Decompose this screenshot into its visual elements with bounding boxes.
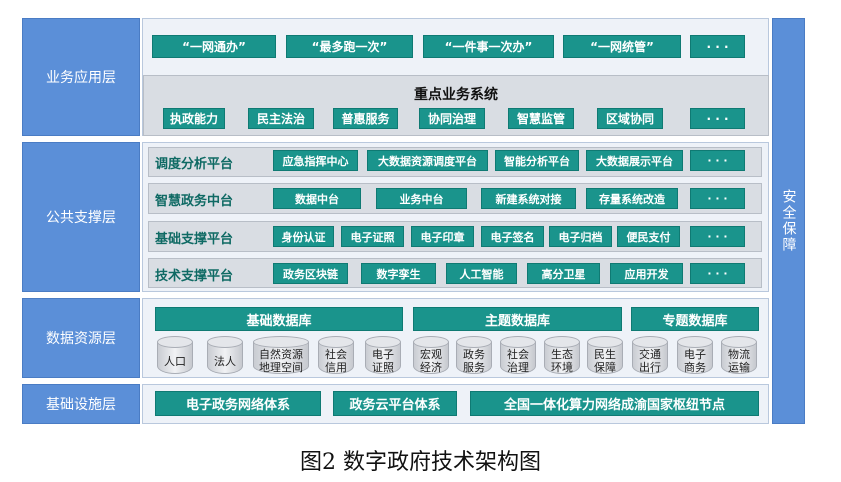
infra-item: 电子政务网络体系 — [155, 391, 321, 416]
security-column: 安全保障 — [772, 18, 805, 424]
support-row-label: 调度分析平台 — [155, 157, 234, 172]
layer-label-infra: 基础设施层 — [22, 384, 140, 424]
app-top-item: “一件事一次办” — [423, 35, 554, 58]
support-item: 电子归档 — [549, 226, 612, 247]
database-label: 宏观 经济 — [420, 348, 442, 374]
support-item: 大数据资源调度平台 — [367, 150, 488, 171]
key-system-item: 民主法治 — [248, 108, 314, 129]
database-label: 民生 保障 — [594, 348, 616, 374]
app-top-item: “最多跑一次” — [286, 35, 413, 58]
layer-label-application: 业务应用层 — [22, 18, 140, 136]
database-label: 法人 — [214, 354, 236, 368]
key-system-more: · · · — [690, 108, 745, 129]
support-row-label: 智慧政务中台 — [155, 194, 234, 209]
database-label: 物流 运输 — [728, 348, 750, 374]
key-systems-title: 重点业务系统 — [414, 87, 498, 103]
database-cylinder: 宏观 经济 — [413, 336, 449, 374]
key-system-item: 协同治理 — [419, 108, 485, 129]
support-item: 电子证照 — [341, 226, 404, 247]
support-more: · · · — [690, 226, 745, 247]
key-system-item: 执政能力 — [163, 108, 225, 129]
support-item: 存量系统改造 — [586, 188, 678, 209]
app-top-item: “一网通办” — [152, 35, 276, 58]
database-cylinder: 法人 — [207, 336, 243, 374]
figure-caption: 图2 数字政府技术架构图 — [300, 450, 541, 475]
layer-label-support: 公共支撑层 — [22, 142, 140, 292]
support-item: 电子签名 — [481, 226, 544, 247]
database-cylinder: 社会 治理 — [500, 336, 536, 374]
support-item: 电子印章 — [411, 226, 474, 247]
database-cylinder: 生态 环境 — [544, 336, 580, 374]
key-system-item: 智慧监管 — [508, 108, 574, 129]
database-label: 电子 证照 — [372, 348, 394, 374]
support-item: 业务中台 — [376, 188, 467, 209]
support-item: 高分卫星 — [527, 263, 600, 284]
support-item: 政务区块链 — [273, 263, 348, 284]
support-item: 人工智能 — [446, 263, 517, 284]
support-more: · · · — [690, 188, 745, 209]
database-cylinder: 民生 保障 — [587, 336, 623, 374]
support-item: 应急指挥中心 — [273, 150, 358, 171]
app-top-more: · · · — [690, 35, 745, 58]
database-label: 电子 商务 — [684, 348, 706, 374]
support-more: · · · — [690, 150, 745, 171]
database-cylinder: 电子 商务 — [677, 336, 713, 374]
app-top-item: “一网统管” — [563, 35, 681, 58]
database-label: 人口 — [164, 354, 186, 368]
support-item: 新建系统对接 — [481, 188, 576, 209]
support-more: · · · — [690, 263, 745, 284]
database-label: 交通 出行 — [639, 348, 661, 374]
support-item: 数字孪生 — [361, 263, 436, 284]
support-item: 大数据展示平台 — [586, 150, 683, 171]
support-item: 智能分析平台 — [495, 150, 579, 171]
layer-label-data: 数据资源层 — [22, 298, 140, 378]
infra-item: 全国一体化算力网络成渝国家枢纽节点 — [470, 391, 759, 416]
database-cylinder: 电子 证照 — [365, 336, 401, 374]
database-label: 社会 信用 — [325, 348, 347, 374]
database-cylinder: 自然资源 地理空间 — [253, 336, 309, 374]
data-group-title: 主题数据库 — [413, 307, 622, 331]
support-item: 身份认证 — [273, 226, 334, 247]
support-item: 应用开发 — [610, 263, 683, 284]
database-cylinder: 物流 运输 — [721, 336, 757, 374]
database-cylinder: 人口 — [157, 336, 193, 374]
key-system-item: 普惠服务 — [333, 108, 398, 129]
support-row-label: 基础支撑平台 — [155, 232, 234, 247]
data-group-title: 基础数据库 — [155, 307, 403, 331]
database-cylinder: 交通 出行 — [632, 336, 668, 374]
database-label: 生态 环境 — [551, 348, 573, 374]
database-cylinder: 政务 服务 — [456, 336, 492, 374]
support-item: 数据中台 — [273, 188, 361, 209]
support-row-label: 技术支撑平台 — [155, 269, 234, 284]
database-label: 政务 服务 — [463, 348, 485, 374]
infra-item: 政务云平台体系 — [333, 391, 457, 416]
support-item: 便民支付 — [617, 226, 680, 247]
database-label: 自然资源 地理空间 — [259, 348, 303, 374]
data-group-title: 专题数据库 — [631, 307, 759, 331]
security-label: 安全保障 — [780, 189, 797, 253]
database-label: 社会 治理 — [507, 348, 529, 374]
database-cylinder: 社会 信用 — [318, 336, 354, 374]
key-system-item: 区域协同 — [597, 108, 663, 129]
